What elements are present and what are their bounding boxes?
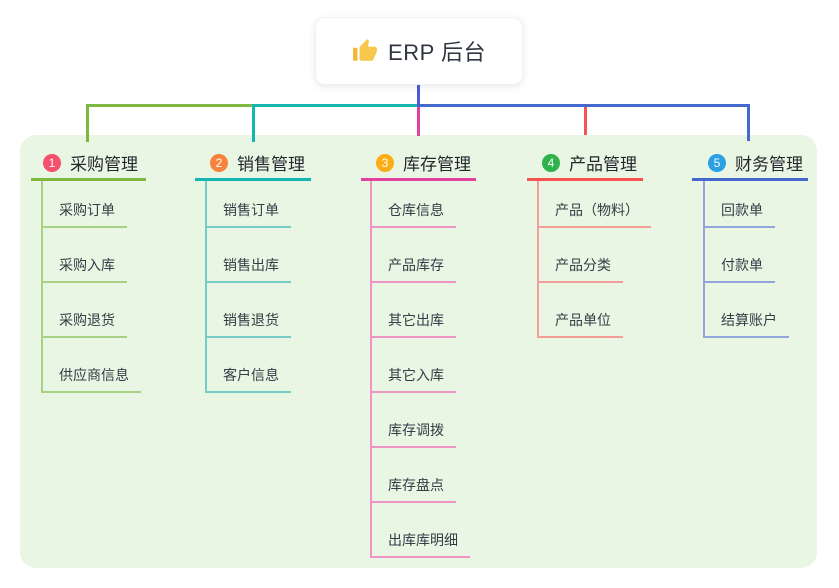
branch-underline-4 — [527, 178, 643, 181]
child-node-label: 库存调拨 — [388, 422, 444, 438]
branch-title-2: 销售管理 — [237, 155, 305, 174]
child-node[interactable]: 其它入库 — [372, 338, 456, 393]
child-node-label: 产品（物料） — [555, 202, 639, 218]
branch-node-1[interactable]: 1 采购管理 — [43, 150, 138, 175]
branch-node-2[interactable]: 2 销售管理 — [210, 150, 305, 175]
child-node-label: 其它出库 — [388, 312, 444, 328]
root-node-erp[interactable]: ERP 后台 — [315, 17, 523, 85]
branch-underline-3 — [361, 178, 476, 181]
child-node-label: 出库库明细 — [388, 532, 458, 548]
branch-children-3: 仓库信息产品库存其它出库其它入库库存调拨库存盘点出库库明细 — [370, 181, 470, 558]
child-node[interactable]: 采购订单 — [43, 181, 127, 228]
child-node-label: 产品单位 — [555, 312, 611, 328]
branch-children-4: 产品（物料） 产品分类产品单位 — [537, 181, 651, 338]
branches-panel — [20, 135, 817, 568]
child-node-label: 供应商信息 — [59, 367, 129, 383]
child-node[interactable]: 销售退货 — [207, 283, 291, 338]
child-node[interactable]: 产品（物料） — [539, 181, 651, 228]
child-node[interactable]: 仓库信息 — [372, 181, 456, 228]
connector-drop-branch-5 — [747, 104, 750, 141]
child-node[interactable]: 供应商信息 — [43, 338, 141, 393]
child-node[interactable]: 出库库明细 — [372, 503, 470, 558]
child-node-label: 产品库存 — [388, 257, 444, 273]
branch-children-5: 回款单付款单结算账户 — [703, 181, 789, 338]
branch-title-1: 采购管理 — [70, 155, 138, 174]
branch-badge-3: 3 — [376, 153, 394, 172]
child-node[interactable]: 产品单位 — [539, 283, 623, 338]
branch-node-3[interactable]: 3 库存管理 — [376, 150, 471, 175]
child-node[interactable]: 回款单 — [705, 181, 775, 228]
child-node-label: 采购入库 — [59, 257, 115, 273]
child-node[interactable]: 付款单 — [705, 228, 775, 283]
child-node-label: 销售订单 — [223, 202, 279, 218]
child-node-label: 库存盘点 — [388, 477, 444, 493]
child-node[interactable]: 产品库存 — [372, 228, 456, 283]
child-node[interactable]: 采购退货 — [43, 283, 127, 338]
branch-underline-1 — [31, 178, 146, 181]
child-node-label: 销售出库 — [223, 257, 279, 273]
child-node-label: 付款单 — [721, 257, 763, 273]
child-node[interactable]: 销售出库 — [207, 228, 291, 283]
thumbs-up-icon — [353, 39, 377, 61]
child-node-label: 其它入库 — [388, 367, 444, 383]
child-node-label: 仓库信息 — [388, 202, 444, 218]
branch-node-4[interactable]: 4 产品管理 — [542, 150, 637, 175]
branch-underline-2 — [195, 178, 311, 181]
branch-title-4: 产品管理 — [569, 155, 637, 174]
child-node[interactable]: 库存调拨 — [372, 393, 456, 448]
branch-title-3: 库存管理 — [403, 155, 471, 174]
branch-children-2: 销售订单销售出库销售退货客户信息 — [205, 181, 291, 393]
branch-badge-5: 5 — [708, 153, 726, 172]
branch-node-5[interactable]: 5 财务管理 — [708, 150, 803, 175]
child-node-label: 客户信息 — [223, 367, 279, 383]
connector-drop-branch-4 — [584, 107, 587, 135]
child-node-label: 采购退货 — [59, 312, 115, 328]
child-node[interactable]: 采购入库 — [43, 228, 127, 283]
branch-children-1: 采购订单采购入库采购退货供应商信息 — [41, 181, 141, 393]
child-node-label: 销售退货 — [223, 312, 279, 328]
child-node[interactable]: 结算账户 — [705, 283, 789, 338]
connector-drop-branch-3 — [417, 107, 420, 136]
child-node[interactable]: 产品分类 — [539, 228, 623, 283]
child-node-label: 结算账户 — [721, 312, 777, 328]
connector-drop-branch-2 — [252, 104, 255, 142]
branch-badge-4: 4 — [542, 153, 560, 172]
child-node[interactable]: 客户信息 — [207, 338, 291, 393]
child-node[interactable]: 其它出库 — [372, 283, 456, 338]
branch-badge-1: 1 — [43, 153, 61, 172]
branch-title-5: 财务管理 — [735, 155, 803, 174]
root-node-label: ERP 后台 — [388, 40, 486, 65]
branch-badge-2: 2 — [210, 153, 228, 172]
child-node[interactable]: 库存盘点 — [372, 448, 456, 503]
child-node-label: 回款单 — [721, 202, 763, 218]
connector-root-stub — [417, 85, 420, 106]
connector-h-branch-2 — [252, 104, 420, 107]
child-node-label: 产品分类 — [555, 257, 611, 273]
connector-drop-branch-1 — [86, 104, 89, 142]
connector-h-branch-5 — [417, 104, 750, 107]
child-node-label: 采购订单 — [59, 202, 115, 218]
child-node[interactable]: 销售订单 — [207, 181, 291, 228]
branch-underline-5 — [692, 178, 808, 181]
